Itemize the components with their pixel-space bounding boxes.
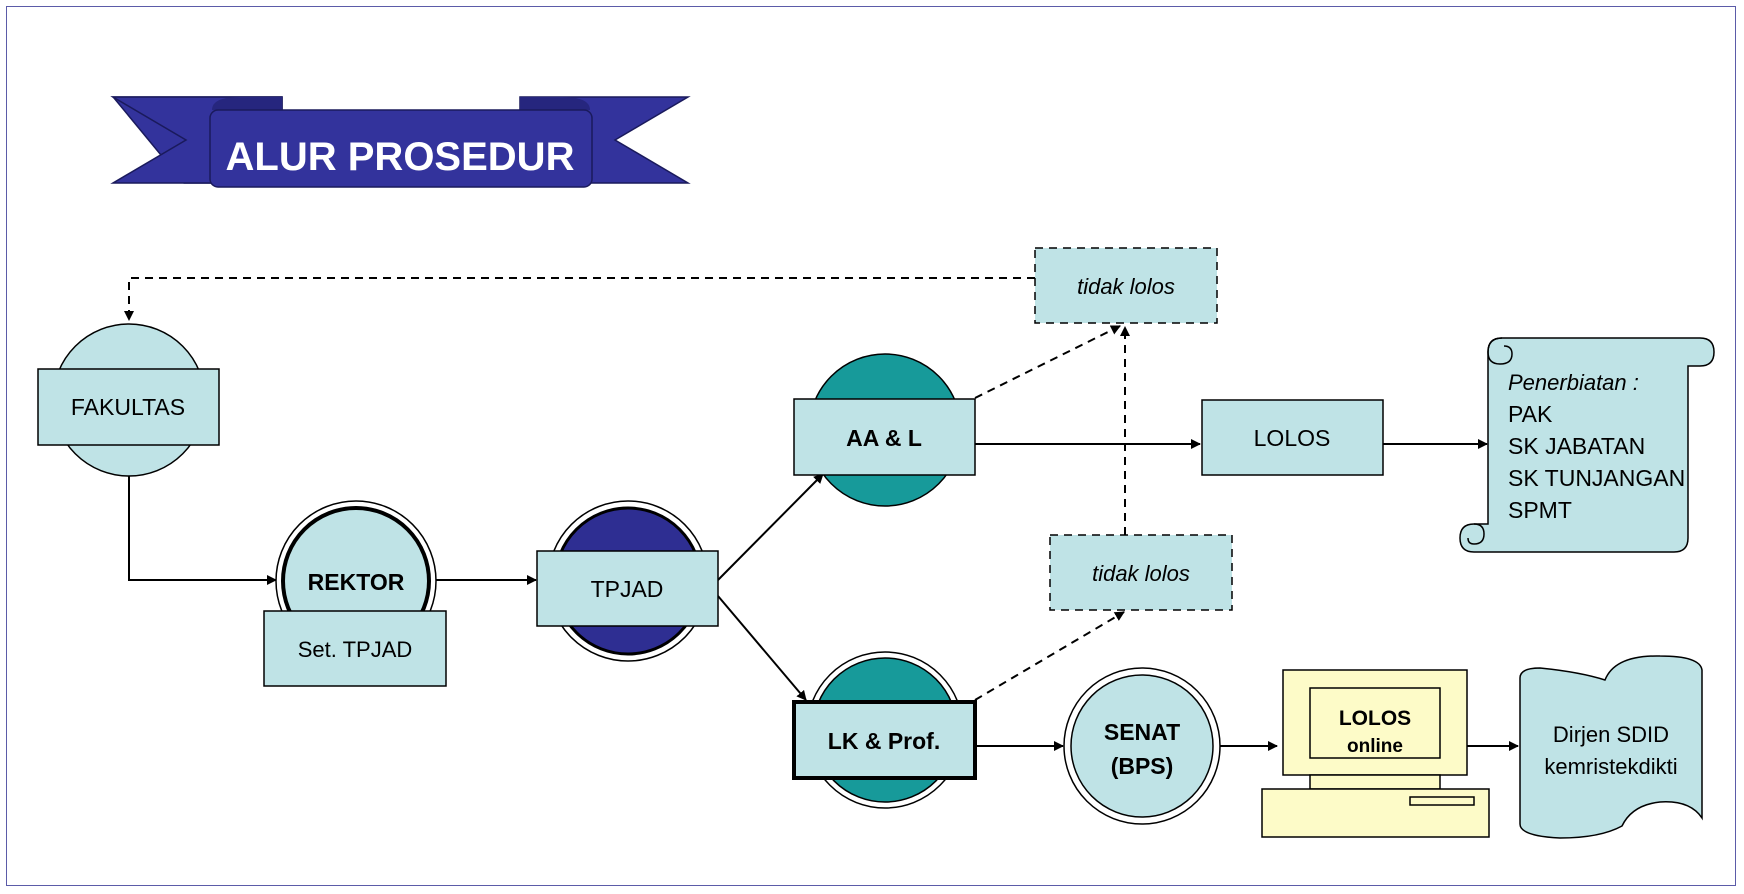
rektor-node: REKTOR Set. TPJAD	[263, 500, 447, 687]
connectors	[124, 277, 1519, 751]
computer-base	[1261, 788, 1490, 838]
senat-node: SENAT (BPS)	[1063, 667, 1221, 825]
set-tpjad-box	[263, 610, 447, 687]
fakultas-node: FAKULTAS	[37, 323, 220, 477]
computer-node: LOLOS online	[1261, 669, 1490, 838]
arrow-tpjad-lkprof	[717, 595, 807, 701]
lolos-label: LOLOS	[1254, 425, 1331, 451]
dashed-lkprof-tidaklolos	[974, 611, 1125, 701]
tpjad-node: TPJAD	[536, 500, 719, 662]
tidak-lolos-top-node: tidak lolos	[1034, 247, 1218, 324]
rektor-label: REKTOR	[308, 569, 405, 595]
arrow-fakultas-rektor	[128, 476, 277, 585]
dashed-aal-tidaklolos	[974, 325, 1121, 399]
dirjen-node: Dirjen SDID kemristekdikti	[1519, 655, 1703, 839]
penerbitan-heading: Penerbiatan :	[1508, 370, 1639, 395]
scroll-bottom-curl	[1467, 523, 1485, 545]
penerbitan-item-pak: PAK	[1508, 401, 1553, 427]
tidak-lolos-top-label: tidak lolos	[1077, 274, 1175, 299]
scroll-top-curl	[1487, 337, 1513, 365]
tidak-lolos-mid-node: tidak lolos	[1049, 534, 1233, 611]
page-title: ALUR PROSEDUR	[226, 135, 575, 179]
dirjen-line1: Dirjen SDID	[1553, 722, 1669, 747]
penerbitan-scroll: Penerbiatan : PAK SK JABATAN SK TUNJANGA…	[1459, 337, 1715, 553]
title-banner: ALUR PROSEDUR	[110, 96, 691, 188]
lolos-online-line2: online	[1347, 736, 1403, 757]
lkprof-node: LK & Prof.	[792, 651, 977, 809]
banner-body	[209, 109, 593, 188]
lolos-online-line1: LOLOS	[1339, 707, 1411, 730]
arrow-tpjad-aal	[717, 473, 824, 581]
penerbitan-item-spmt: SPMT	[1508, 497, 1572, 523]
dashed-return-fakultas	[124, 277, 1035, 321]
diagram-frame	[6, 6, 1736, 886]
aal-label: AA & L	[846, 425, 922, 451]
set-tpjad-label: Set. TPJAD	[298, 637, 413, 662]
monitor-screen	[1309, 687, 1441, 759]
dirjen-line2: kemristekdikti	[1544, 754, 1677, 779]
senat-label-line1: SENAT	[1104, 719, 1180, 745]
tidak-lolos-mid-label: tidak lolos	[1092, 561, 1190, 586]
lkprof-label: LK & Prof.	[828, 728, 940, 754]
penerbitan-item-sk-tunjangan: SK TUNJANGAN	[1508, 465, 1685, 491]
senat-label-line2: (BPS)	[1111, 753, 1174, 779]
lolos-node: LOLOS	[1201, 399, 1384, 476]
fakultas-label: FAKULTAS	[71, 394, 185, 420]
disk-drive	[1409, 796, 1475, 806]
tpjad-label: TPJAD	[591, 576, 664, 602]
penerbitan-item-sk-jabatan: SK JABATAN	[1508, 433, 1645, 459]
monitor-stand	[1309, 774, 1441, 790]
aal-node: AA & L	[793, 353, 976, 507]
